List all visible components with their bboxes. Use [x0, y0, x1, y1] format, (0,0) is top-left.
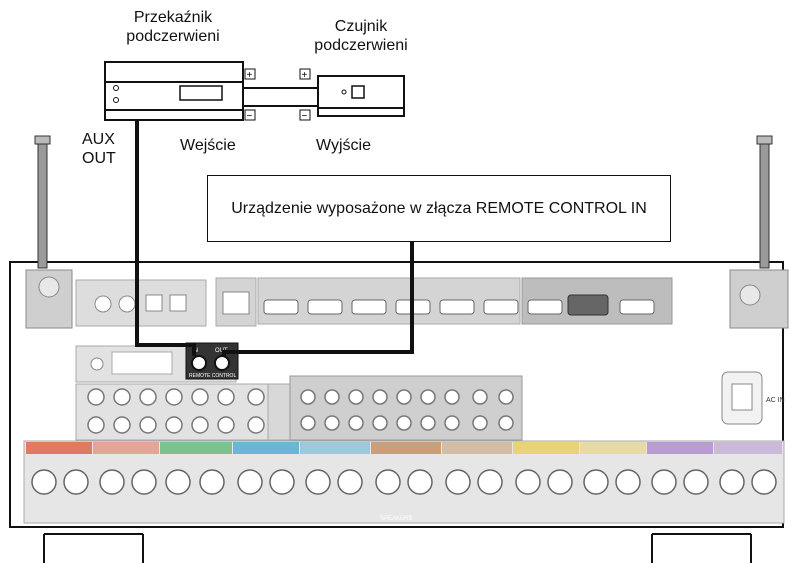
remote-in-jack[interactable]	[191, 355, 207, 371]
remote-control-label: REMOTE CONTROL	[189, 373, 236, 379]
antenna-right	[729, 135, 789, 329]
speaker-group-headers	[26, 442, 782, 454]
foot-right	[651, 533, 752, 563]
ir-sensor-label: Czujnik podczerwieni	[296, 17, 426, 55]
remote-out-label: OUT	[215, 348, 228, 354]
minus-sign-right: −	[302, 111, 308, 122]
output-label: Wyjście	[316, 137, 371, 154]
aux-out-label: AUX OUT	[82, 131, 116, 167]
ac-in-label: AC IN	[766, 397, 785, 404]
speakers-label: SPEAKERS	[380, 516, 412, 522]
minus-sign-left: −	[247, 111, 253, 122]
pre-out-jacks	[300, 389, 514, 431]
hdmi-ports	[263, 299, 519, 315]
hdmi-in-block	[257, 277, 521, 325]
cable-remote-out-to-device	[222, 242, 414, 356]
antenna-left	[25, 135, 73, 329]
remote-out-jack[interactable]	[214, 355, 230, 371]
audio-in-jacks	[87, 388, 265, 434]
cable-aux-to-remote-in	[135, 120, 196, 356]
callout-text: Urządzenie wyposażone w złącza REMOTE CO…	[231, 199, 647, 217]
speaker-terminals	[31, 469, 777, 495]
ir-repeater-label: Przekaźnik podczerwieni	[104, 8, 242, 46]
ir-sensor	[317, 75, 405, 117]
plus-sign-right: +	[302, 70, 308, 81]
input-label: Wejście	[180, 137, 236, 154]
ir-sensor-label-text: Czujnik podczerwieni	[314, 18, 408, 54]
foot-left	[43, 533, 144, 563]
plus-sign-left: +	[247, 70, 253, 81]
ir-repeater	[104, 61, 244, 121]
ir-repeater-label-text: Przekaźnik podczerwieni	[126, 9, 220, 45]
remote-control-in-device-callout: Urządzenie wyposażone w złącza REMOTE CO…	[207, 175, 671, 242]
